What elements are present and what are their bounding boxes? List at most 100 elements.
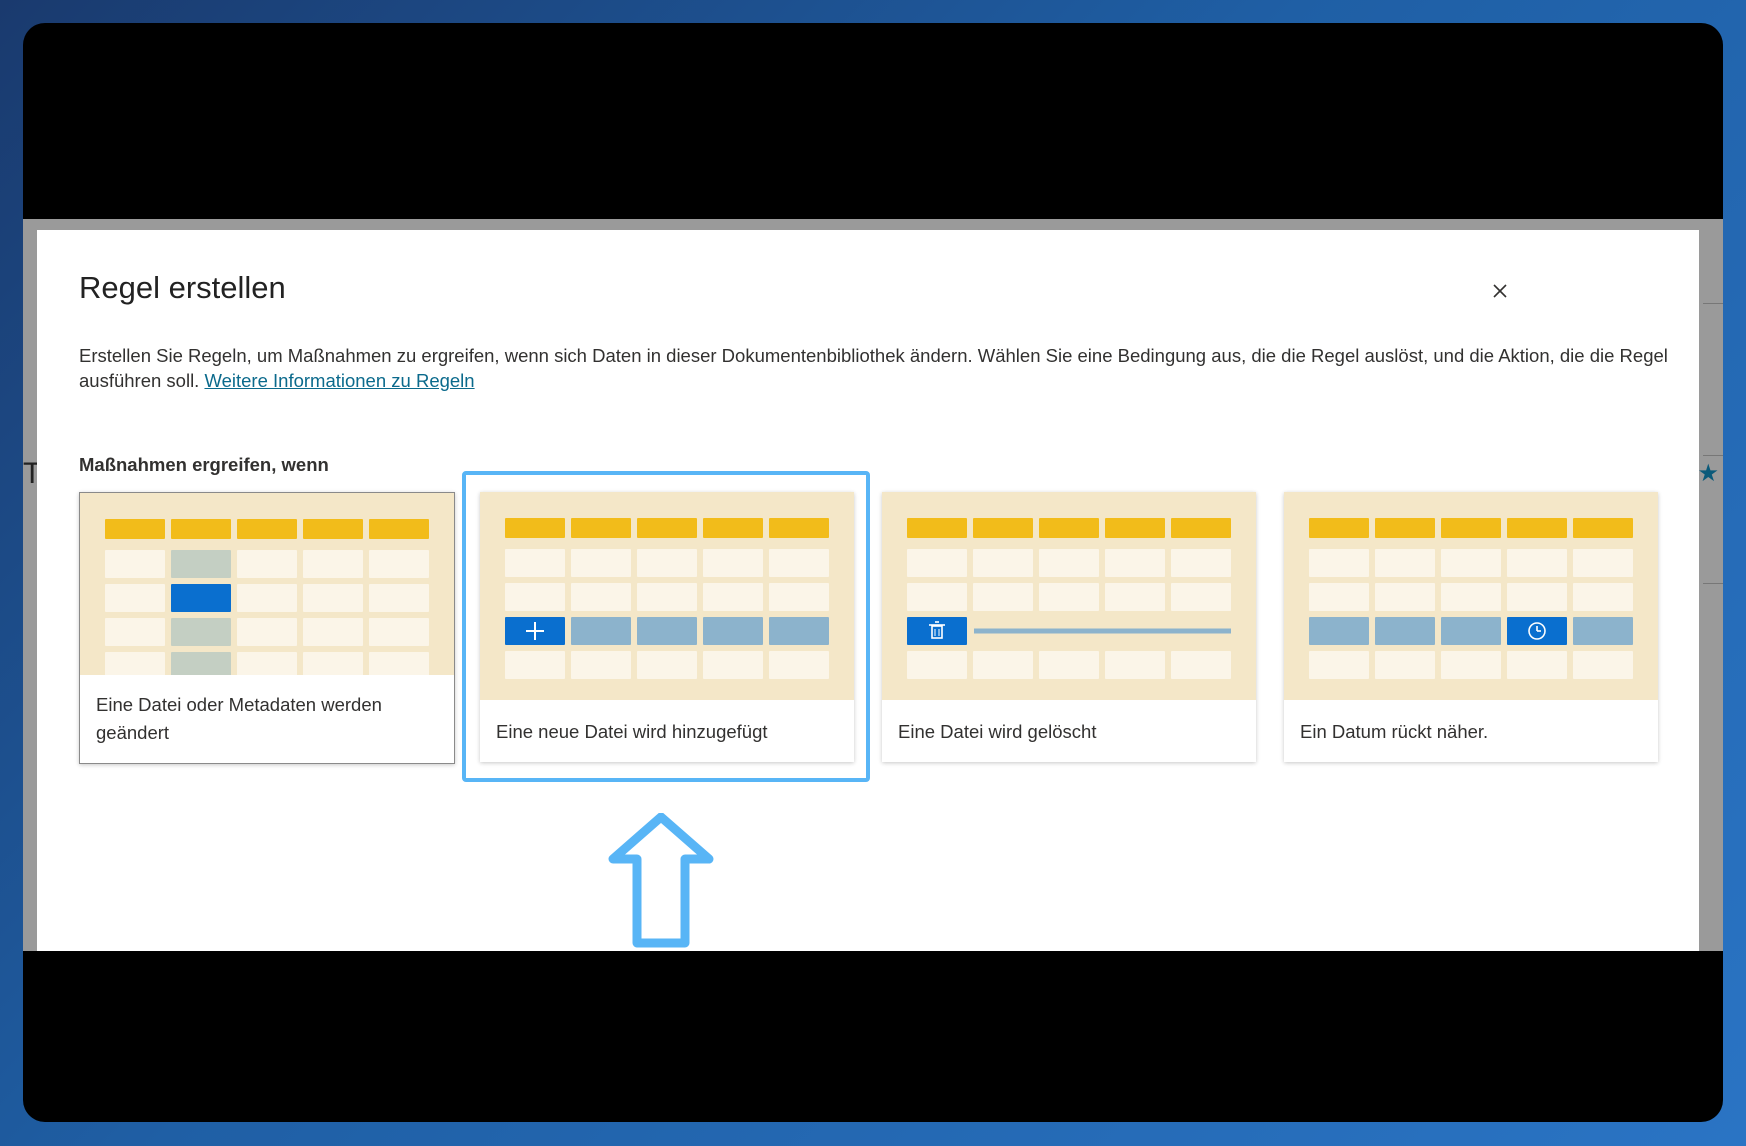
- grid-illustration: [105, 519, 429, 675]
- grid-selected-cell: [171, 584, 231, 612]
- card-label: Eine Datei oder Metadaten werden geänder…: [96, 694, 382, 743]
- grid-cell: [1507, 583, 1567, 611]
- grid-highlight-cell: [1441, 617, 1501, 645]
- divider: [1703, 303, 1723, 304]
- grid-cell: [303, 652, 363, 675]
- grid-cell: [1309, 583, 1369, 611]
- grid-cell: [237, 584, 297, 612]
- grid-cell: [1375, 651, 1435, 679]
- grid-cell: [1039, 549, 1099, 577]
- grid-cell: [1375, 583, 1435, 611]
- grid-header-cell: [769, 518, 829, 538]
- grid-cell: [369, 618, 429, 646]
- grid-header-cell: [1573, 518, 1633, 538]
- grid-cell: [505, 549, 565, 577]
- divider: [1703, 583, 1723, 584]
- card-file-changed[interactable]: Eine Datei oder Metadaten werden geänder…: [79, 492, 455, 764]
- grid-header-cell: [369, 519, 429, 539]
- card-label: Eine Datei wird gelöscht: [898, 721, 1097, 742]
- grid-cell: [1507, 549, 1567, 577]
- grid-cell: [369, 652, 429, 675]
- grid-cell: [571, 549, 631, 577]
- grid-header-cell: [237, 519, 297, 539]
- grid-cell: [303, 618, 363, 646]
- grid-cell: [1171, 583, 1231, 611]
- up-arrow-icon: [608, 813, 714, 948]
- grid-cell: [303, 584, 363, 612]
- grid-cell: [1573, 583, 1633, 611]
- grid-highlight-cell: [703, 617, 763, 645]
- dialog-description: Erstellen Sie Regeln, um Maßnahmen zu er…: [79, 343, 1679, 393]
- grid-cell: [1171, 651, 1231, 679]
- card-file-deleted[interactable]: Eine Datei wird gelöscht: [882, 492, 1256, 762]
- grid-cell: [571, 651, 631, 679]
- grid-cell: [1309, 549, 1369, 577]
- background-letter: T: [23, 457, 42, 490]
- grid-cell: [237, 618, 297, 646]
- divider: [1703, 455, 1723, 456]
- grid-cell: [637, 583, 697, 611]
- card-label: Ein Datum rückt näher.: [1300, 721, 1489, 742]
- grid-cell: [1039, 651, 1099, 679]
- grid-highlight-cell: [1375, 617, 1435, 645]
- star-icon: ★: [1697, 460, 1719, 487]
- grid-header-cell: [1105, 518, 1165, 538]
- illustration-file-added: [480, 492, 854, 700]
- grid-cell: [1573, 549, 1633, 577]
- grid-cell: [637, 651, 697, 679]
- grid-cell: [1507, 651, 1567, 679]
- grid-cell: [637, 549, 697, 577]
- learn-more-link[interactable]: Weitere Informationen zu Regeln: [204, 370, 475, 391]
- grid-highlight-cell: [1309, 617, 1369, 645]
- grid-header-cell: [303, 519, 363, 539]
- grid-header-cell: [1309, 518, 1369, 538]
- grid-header-cell: [105, 519, 165, 539]
- grid-cell: [1105, 549, 1165, 577]
- grid-header-cell: [907, 518, 967, 538]
- illustration-file-deleted: [882, 492, 1256, 700]
- grid-cell: [703, 651, 763, 679]
- close-button[interactable]: [1485, 276, 1515, 306]
- grid-cell: [369, 550, 429, 578]
- grid-cell: [237, 652, 297, 675]
- grid-highlight-cell: [637, 617, 697, 645]
- grid-cell: [303, 550, 363, 578]
- close-icon: [1493, 284, 1507, 298]
- grid-cell: [1441, 651, 1501, 679]
- grid-cell: [1105, 651, 1165, 679]
- grid-cell: [973, 549, 1033, 577]
- grid-header-cell: [1375, 518, 1435, 538]
- grid-illustration: [505, 518, 829, 679]
- grid-header-cell: [703, 518, 763, 538]
- selection-highlight: [462, 471, 870, 782]
- screenshot-frame: T ★ Regel erstellen Erstellen Sie Regeln…: [23, 23, 1723, 1122]
- grid-cell: [105, 550, 165, 578]
- grid-cell: [1375, 549, 1435, 577]
- card-file-added[interactable]: Eine neue Datei wird hinzugefügt: [480, 492, 854, 762]
- grid-delete-cell: [907, 617, 967, 645]
- plus-icon: [526, 622, 544, 640]
- card-date-approaching[interactable]: Ein Datum rückt näher.: [1284, 492, 1658, 762]
- create-rule-dialog: Regel erstellen Erstellen Sie Regeln, um…: [37, 230, 1699, 951]
- grid-illustration: [907, 518, 1231, 679]
- grid-cell: [505, 583, 565, 611]
- grid-cell: [369, 584, 429, 612]
- grid-cell: [703, 583, 763, 611]
- grid-cell: [1441, 583, 1501, 611]
- grid-cell: [105, 618, 165, 646]
- grid-highlight-cell: [171, 618, 231, 646]
- grid-header-cell: [973, 518, 1033, 538]
- grid-cell: [105, 584, 165, 612]
- section-label: Maßnahmen ergreifen, wenn: [79, 454, 329, 475]
- grid-cell: [105, 652, 165, 675]
- grid-cell: [571, 583, 631, 611]
- grid-header-cell: [637, 518, 697, 538]
- grid-cell: [1105, 583, 1165, 611]
- illustration-date-approaching: [1284, 492, 1658, 700]
- grid-cell: [907, 583, 967, 611]
- description-text: Erstellen Sie Regeln, um Maßnahmen zu er…: [79, 345, 1668, 391]
- grid-header-cell: [171, 519, 231, 539]
- grid-cell: [1441, 549, 1501, 577]
- card-label: Eine neue Datei wird hinzugefügt: [496, 721, 768, 742]
- grid-cell: [973, 583, 1033, 611]
